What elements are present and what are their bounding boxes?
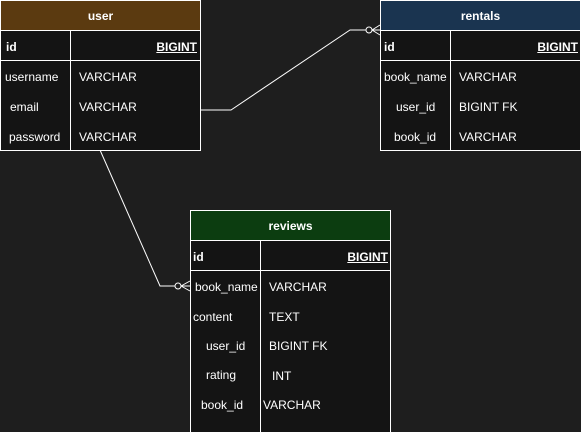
user-pk-row <box>1 31 200 61</box>
user-field-name: username <box>5 70 59 84</box>
reviews-field-type: BIGINT FK <box>269 339 328 353</box>
user-table-title: user <box>87 8 114 23</box>
reviews-field-type: VARCHAR <box>263 398 321 412</box>
user-column-divider <box>70 31 71 150</box>
rentals-field-name: book_name <box>384 70 447 84</box>
reviews-field-type: TEXT <box>269 310 300 324</box>
reviews-field-name: book_id <box>201 398 244 412</box>
rentals-pk-name: id <box>384 40 395 54</box>
user-pk-name: id <box>6 40 17 54</box>
reviews-field-name: rating <box>206 368 237 382</box>
reviews-table-title: reviews <box>268 218 313 233</box>
rentals-table-title: rentals <box>460 8 501 23</box>
rentals-pk-row <box>381 31 580 61</box>
rentals-table[interactable]: rentals id BIGINT book_name VARCHAR user… <box>380 0 581 151</box>
rentals-field-name: book_id <box>394 130 437 144</box>
reviews-pk-type: BIGINT <box>347 250 388 264</box>
user-reviews-crowfoot <box>180 280 191 292</box>
reviews-field-type: INT <box>272 369 292 383</box>
user-rentals-optional-marker <box>365 26 373 34</box>
rentals-table-header[interactable]: rentals <box>381 1 580 31</box>
user-field-type: VARCHAR <box>79 130 137 144</box>
user-rentals-connector[interactable] <box>201 29 366 111</box>
rentals-field-type: VARCHAR <box>459 70 517 84</box>
user-rentals-crowfoot <box>371 24 381 36</box>
reviews-field-type: VARCHAR <box>269 280 327 294</box>
user-field-name: email <box>10 100 39 114</box>
reviews-pk-row <box>191 241 390 271</box>
user-reviews-connector[interactable] <box>99 149 175 287</box>
reviews-column-divider <box>260 241 261 432</box>
user-field-type: VARCHAR <box>79 100 137 114</box>
reviews-field-name: book_name <box>195 280 258 294</box>
rentals-column-divider <box>450 31 451 150</box>
user-reviews-optional-marker <box>174 282 182 290</box>
rentals-field-name: user_id <box>396 100 436 114</box>
user-table[interactable]: user id BIGINT username VARCHAR email VA… <box>0 0 201 151</box>
reviews-field-name: user_id <box>206 339 246 353</box>
rentals-field-type: BIGINT FK <box>459 100 518 114</box>
user-table-header[interactable]: user <box>1 1 200 31</box>
reviews-pk-name: id <box>193 250 204 264</box>
user-pk-type: BIGINT <box>156 40 197 54</box>
reviews-table[interactable]: reviews id BIGINT book_name VARCHAR cont… <box>190 210 391 432</box>
rentals-pk-type: BIGINT <box>537 40 578 54</box>
rentals-field-type: VARCHAR <box>459 130 517 144</box>
reviews-table-header[interactable]: reviews <box>191 211 390 241</box>
user-field-type: VARCHAR <box>79 70 137 84</box>
user-field-name: password <box>9 130 61 144</box>
reviews-field-name: content <box>193 310 233 324</box>
